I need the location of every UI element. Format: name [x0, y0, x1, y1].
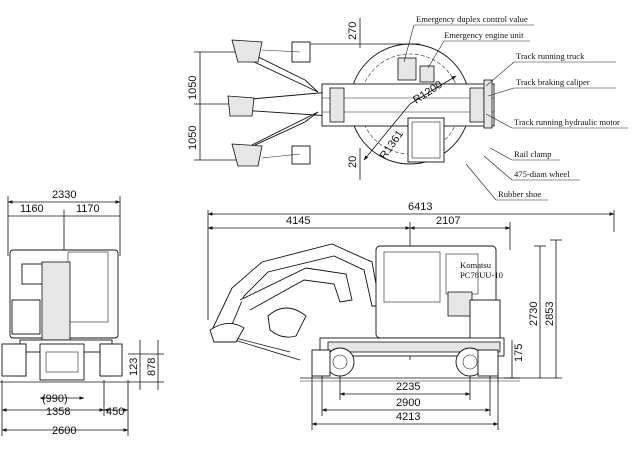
dim-20: 20 — [347, 156, 359, 168]
callout-rail-clamp: Rail clamp — [514, 149, 551, 159]
dim-1050-lower: 1050 — [187, 126, 199, 150]
dim-2730: 2730 — [528, 302, 540, 326]
callout-emergency-duplex: Emergency duplex control value — [416, 14, 528, 24]
top-view: 1050 1050 270 20 — [187, 18, 495, 180]
dim-1050-upper: 1050 — [187, 76, 199, 100]
callout-track-braking-caliper: Track braking caliper — [516, 77, 590, 87]
dim-2853: 2853 — [544, 302, 556, 326]
front-view: 2330 1160 1170 123 878 (990) 1358 — [0, 189, 164, 437]
dim-1358: 1358 — [46, 406, 70, 418]
model-make: Komatsu — [460, 260, 492, 270]
dim-2900: 2900 — [396, 397, 420, 409]
dim-450: 450 — [106, 406, 124, 418]
dim-990: (990) — [42, 393, 68, 405]
dim-2330: 2330 — [52, 189, 76, 201]
callouts: Emergency duplex control value Emergency… — [403, 14, 628, 201]
dim-4145: 4145 — [286, 215, 310, 227]
dim-1160: 1160 — [20, 203, 44, 215]
callout-rubber-shoe: Rubber shoe — [498, 189, 541, 199]
callout-emergency-engine: Emergency engine unit — [444, 30, 524, 40]
callout-wheel: 475-diam wheel — [514, 169, 570, 179]
callout-track-running-motor: Track running hydraulic motor — [514, 117, 620, 127]
dim-123: 123 — [128, 358, 140, 376]
dim-1170: 1170 — [76, 203, 100, 215]
dim-2107: 2107 — [436, 215, 460, 227]
dim-4213: 4213 — [396, 411, 420, 423]
model-name: PC78UU-10 — [460, 270, 503, 280]
side-view: 6413 4145 2107 Komatsu PC78UU-10 — [207, 201, 615, 430]
callout-track-running-truck: Track running truck — [516, 51, 585, 61]
top-boom — [227, 39, 331, 167]
dim-270: 270 — [347, 22, 359, 40]
dim-2235: 2235 — [396, 381, 420, 393]
dim-2600: 2600 — [52, 425, 76, 437]
dim-878: 878 — [146, 358, 158, 376]
dim-6413: 6413 — [408, 201, 432, 213]
dim-175: 175 — [513, 344, 525, 362]
